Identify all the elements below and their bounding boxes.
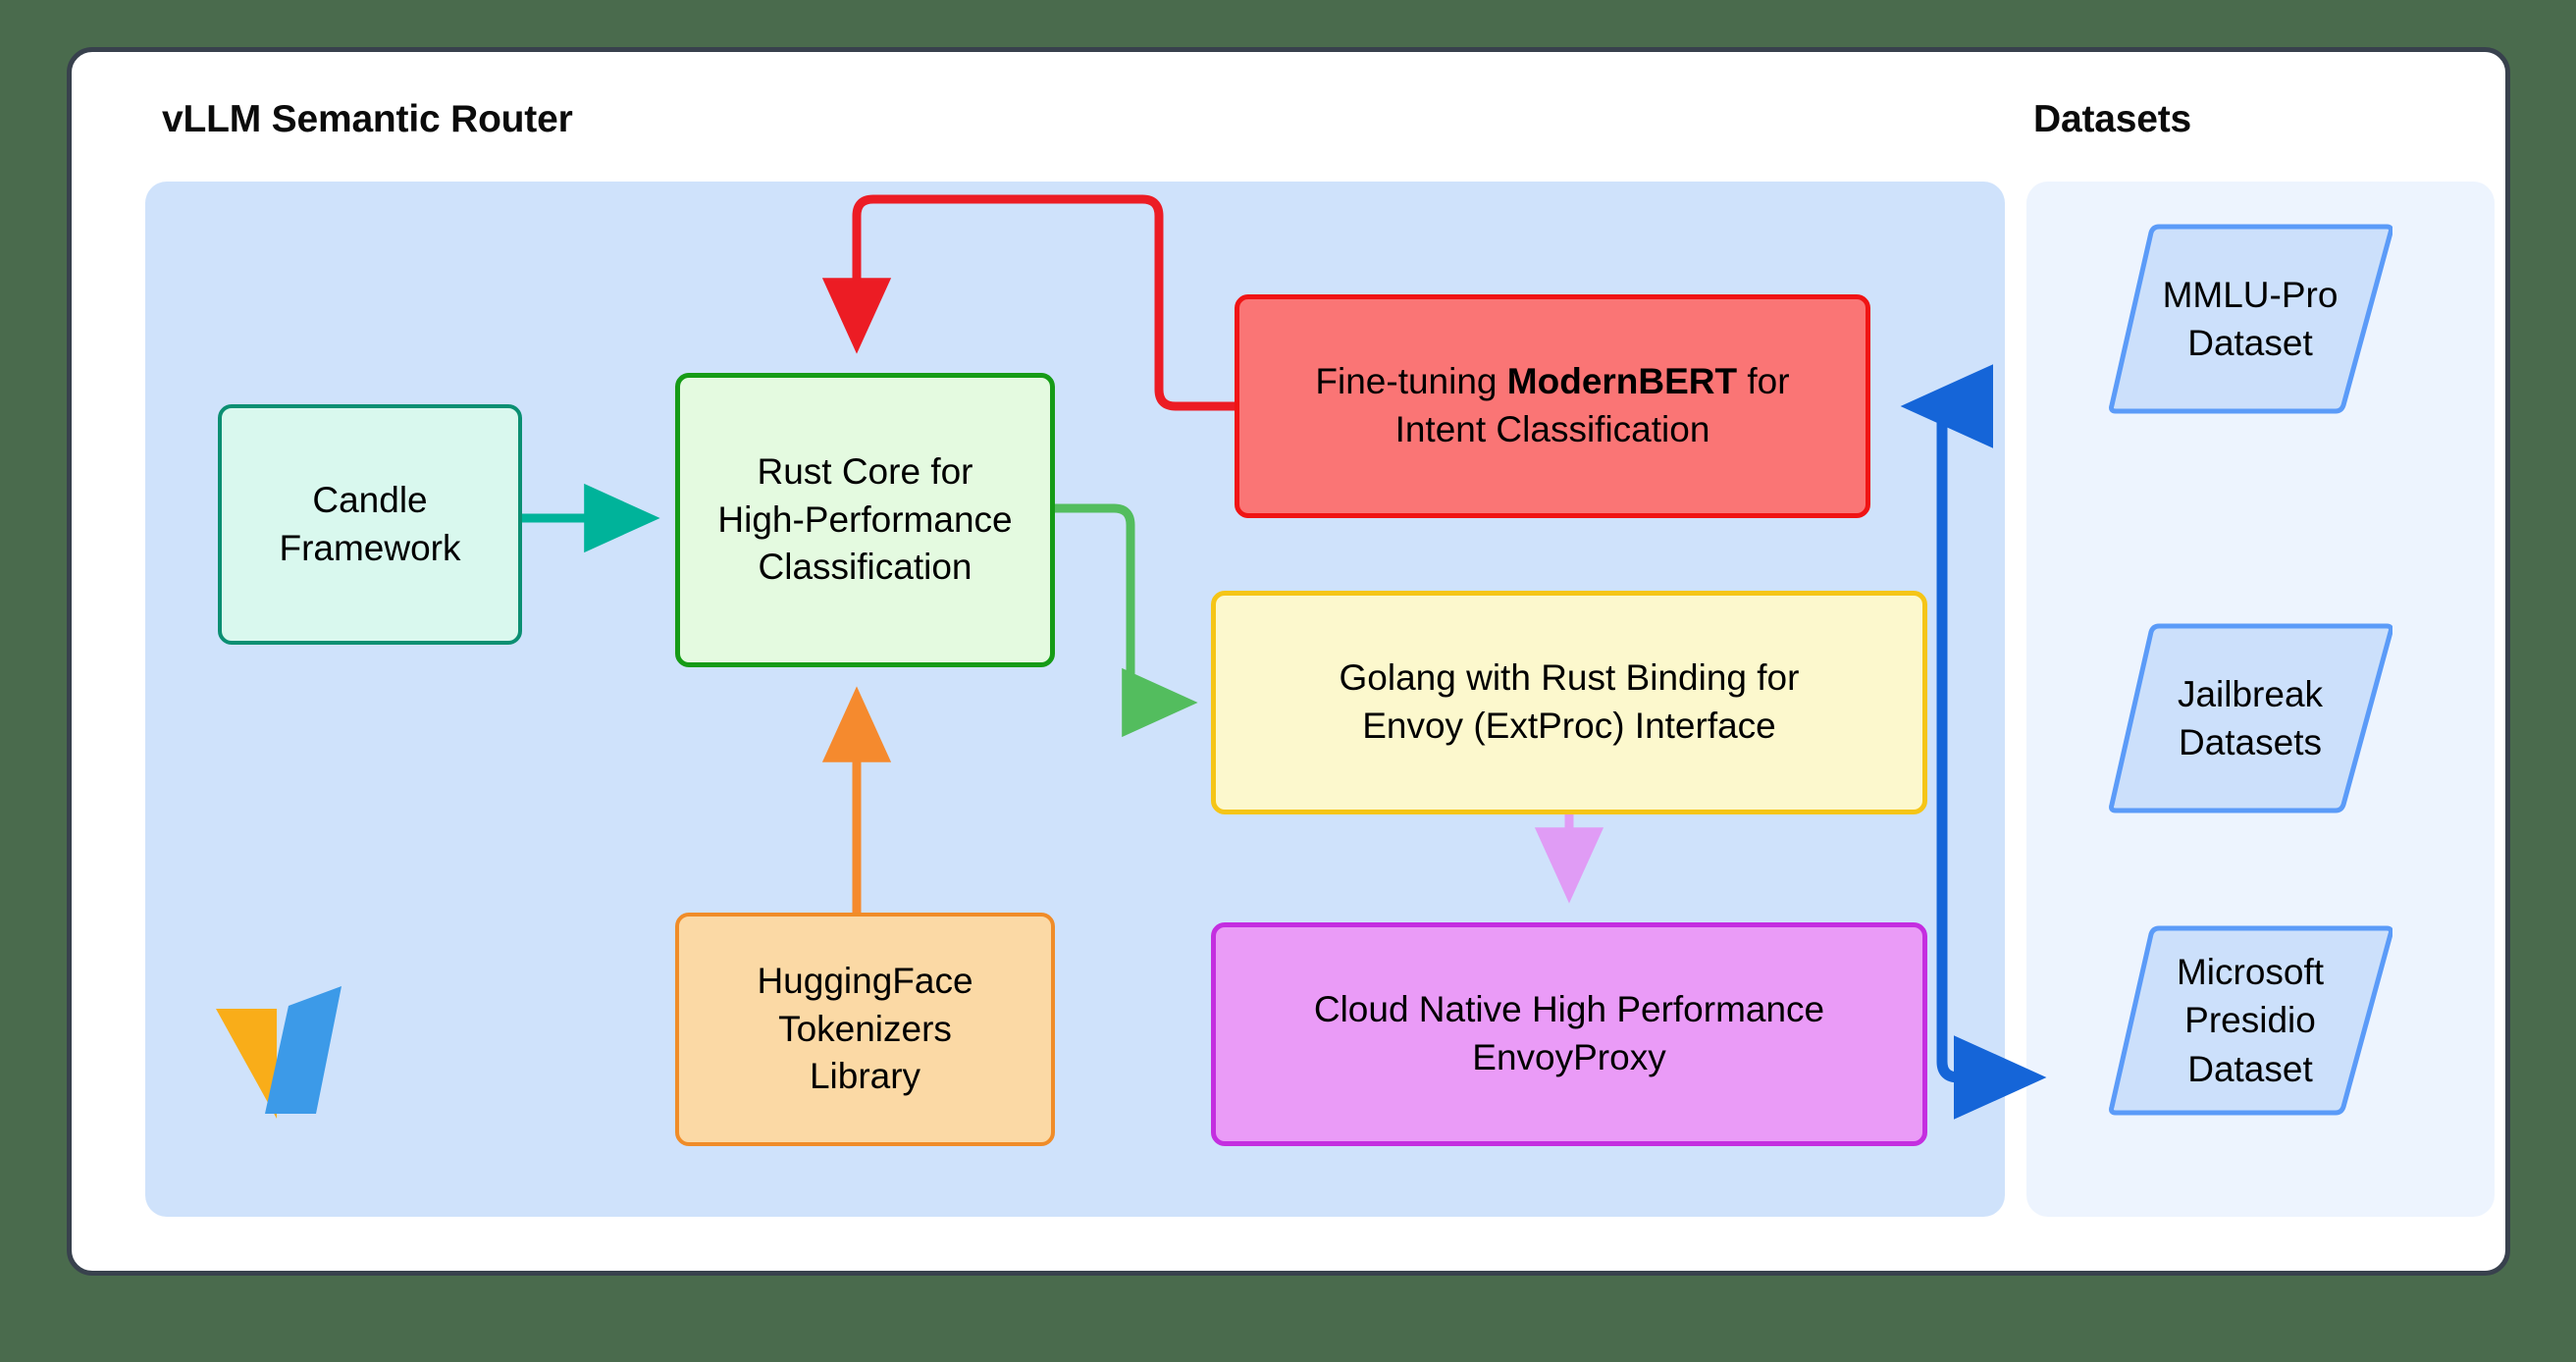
dataset-line: Jailbreak bbox=[2177, 673, 2324, 714]
node-envoy-proxy[interactable]: Cloud Native High Performance EnvoyProxy bbox=[1211, 922, 1927, 1146]
node-huggingface-tokenizers[interactable]: HuggingFace Tokenizers Library bbox=[675, 913, 1055, 1146]
vllm-logo-icon bbox=[216, 986, 342, 1119]
vllm-logo-left-wedge bbox=[216, 1009, 277, 1119]
dataset-line: Presidio bbox=[2184, 1000, 2316, 1041]
node-line: Golang with Rust Binding for bbox=[1339, 657, 1800, 699]
modernbert-bold: ModernBERT bbox=[1506, 361, 1738, 402]
node-line: Framework bbox=[279, 527, 461, 568]
dataset-label: Jailbreak Datasets bbox=[2108, 620, 2392, 816]
modernbert-prefix: Fine-tuning bbox=[1315, 361, 1507, 402]
node-line: High-Performance bbox=[717, 498, 1013, 540]
dataset-line: Microsoft bbox=[2176, 952, 2325, 993]
node-rust-core[interactable]: Rust Core for High-Performance Classific… bbox=[675, 373, 1055, 667]
node-candle-framework[interactable]: Candle Framework bbox=[218, 404, 522, 645]
dataset-line: Dataset bbox=[2187, 1048, 2313, 1089]
node-microsoft-presidio-dataset[interactable]: Microsoft Presidio Dataset bbox=[2108, 922, 2392, 1119]
subgraph-title-datasets: Datasets bbox=[2033, 98, 2191, 140]
dataset-label: Microsoft Presidio Dataset bbox=[2108, 922, 2392, 1119]
parallelogram-shape bbox=[2109, 623, 2392, 813]
node-modernbert-finetuning[interactable]: Fine-tuning ModernBERT for Intent Classi… bbox=[1235, 294, 1870, 518]
parallelogram-shape bbox=[2109, 925, 2392, 1116]
node-line: Library bbox=[809, 1056, 921, 1097]
subgraph-title-router: vLLM Semantic Router bbox=[162, 98, 573, 140]
vllm-logo-right-wedge bbox=[265, 986, 342, 1114]
parallelogram-shape bbox=[2109, 224, 2392, 414]
dataset-label: MMLU-Pro Dataset bbox=[2108, 221, 2392, 417]
node-line: Candle bbox=[312, 479, 428, 520]
node-line: Classification bbox=[758, 547, 973, 588]
node-line: Rust Core for bbox=[757, 450, 973, 492]
dataset-line: Datasets bbox=[2178, 722, 2322, 762]
node-line: Cloud Native High Performance bbox=[1313, 989, 1825, 1030]
modernbert-suffix: for bbox=[1737, 361, 1790, 402]
node-line: Fine-tuning ModernBERT for bbox=[1315, 358, 1789, 406]
node-line: Intent Classification bbox=[1394, 409, 1710, 449]
node-line: Envoy (ExtProc) Interface bbox=[1362, 706, 1776, 746]
dataset-line: MMLU-Pro bbox=[2162, 274, 2339, 315]
node-line: Tokenizers bbox=[778, 1008, 952, 1049]
node-mmlu-pro-dataset[interactable]: MMLU-Pro Dataset bbox=[2108, 221, 2392, 417]
node-golang-rust-binding[interactable]: Golang with Rust Binding for Envoy (ExtP… bbox=[1211, 591, 1927, 814]
dataset-line: Dataset bbox=[2187, 323, 2313, 363]
node-line: EnvoyProxy bbox=[1472, 1037, 1666, 1077]
node-jailbreak-datasets[interactable]: Jailbreak Datasets bbox=[2108, 620, 2392, 816]
node-line: HuggingFace bbox=[757, 960, 973, 1001]
